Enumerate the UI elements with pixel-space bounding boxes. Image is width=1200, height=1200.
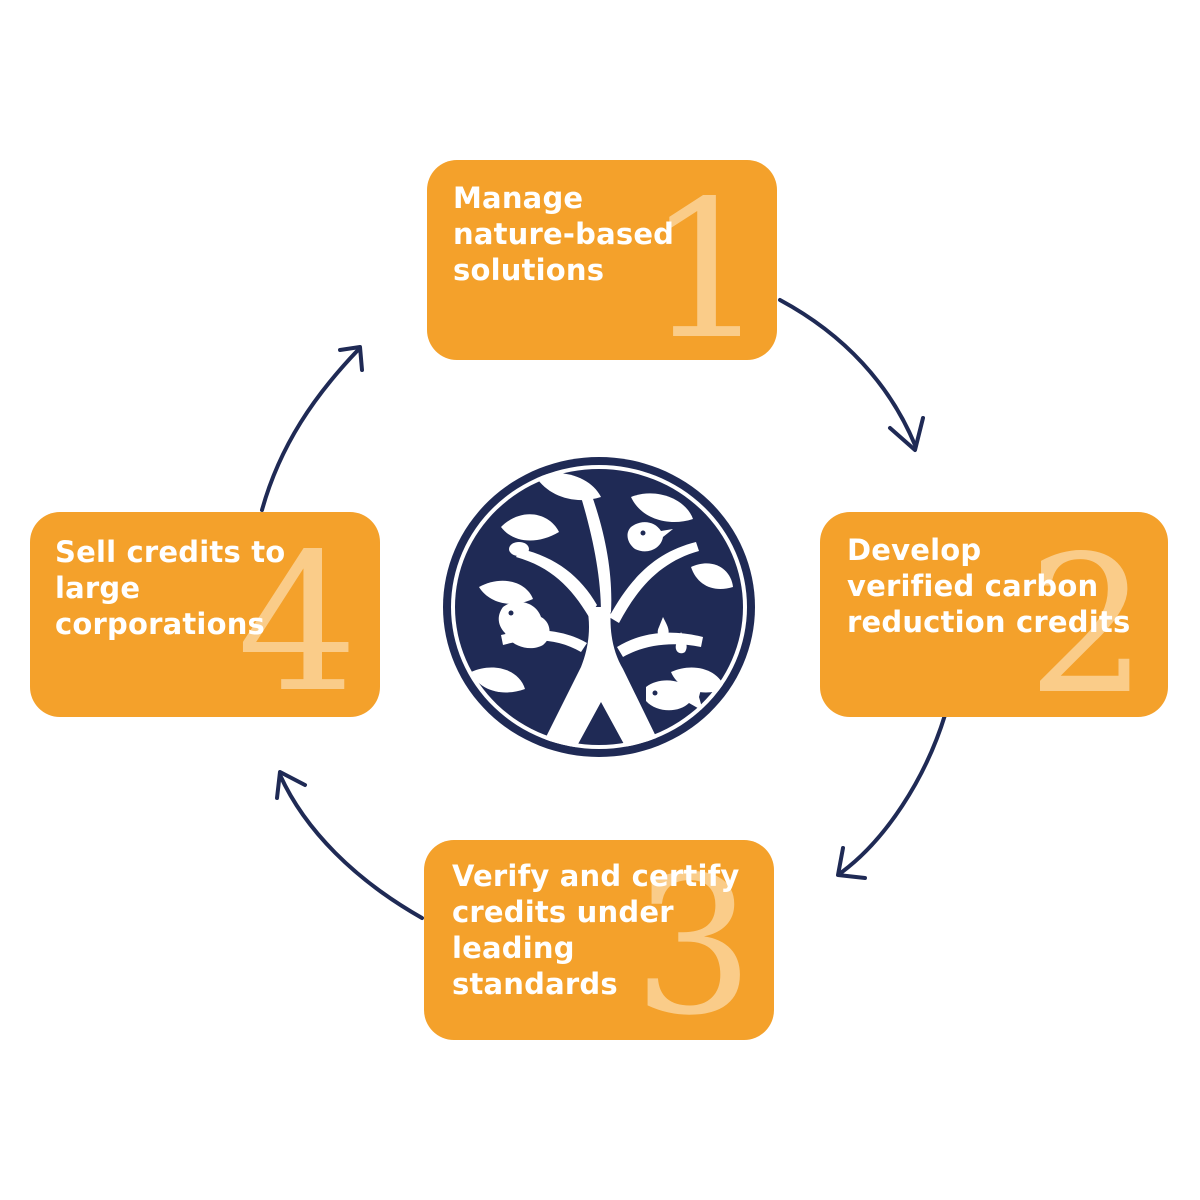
step-4-box: 4 Sell credits to large corporations: [30, 512, 380, 717]
step-2-box: 2 Develop verified carbon reduction cred…: [820, 512, 1168, 717]
step-4-line: corporations: [55, 607, 266, 641]
step-1-line: Manage: [453, 181, 584, 215]
step-3-line: Verify and certify: [452, 859, 740, 893]
step-1-line: solutions: [453, 253, 605, 287]
step-2-text: Develop verified carbon reduction credit…: [847, 532, 1130, 640]
step-2-line: verified carbon: [847, 569, 1099, 603]
step-1-line: nature-based: [453, 217, 675, 251]
step-3-line: standards: [452, 967, 618, 1001]
step-2-line: reduction credits: [847, 605, 1131, 639]
step-1-box: 1 Manage nature-based solutions: [427, 160, 777, 360]
step-4-line: large: [55, 571, 141, 605]
arrow-step4-to-step1: [260, 348, 360, 512]
step-4-text: Sell credits to large corporations: [55, 534, 285, 642]
arrow-step2-to-step3: [840, 713, 947, 874]
arrow-head-step2-to-step3: [836, 846, 867, 880]
step-3-text: Verify and certify credits under leading…: [452, 858, 740, 1002]
step-3-box: 3 Verify and certify credits under leadi…: [424, 840, 774, 1040]
step-4-line: Sell credits to: [55, 535, 286, 569]
step-3-line: credits under: [452, 895, 674, 929]
arrow-head-step4-to-step1: [338, 345, 364, 372]
tree-shape: [471, 473, 733, 749]
step-1-text: Manage nature-based solutions: [453, 180, 674, 288]
tree-of-life-logo-icon: [443, 457, 755, 757]
arrow-step1-to-step2: [778, 298, 917, 447]
arrow-head-step1-to-step2: [888, 416, 925, 452]
step-3-line: leading: [452, 931, 575, 965]
arrow-step3-to-step4: [278, 773, 424, 920]
tree-details: [508, 530, 658, 696]
step-2-line: Develop: [847, 533, 982, 567]
arrow-head-step3-to-step4: [275, 770, 307, 800]
